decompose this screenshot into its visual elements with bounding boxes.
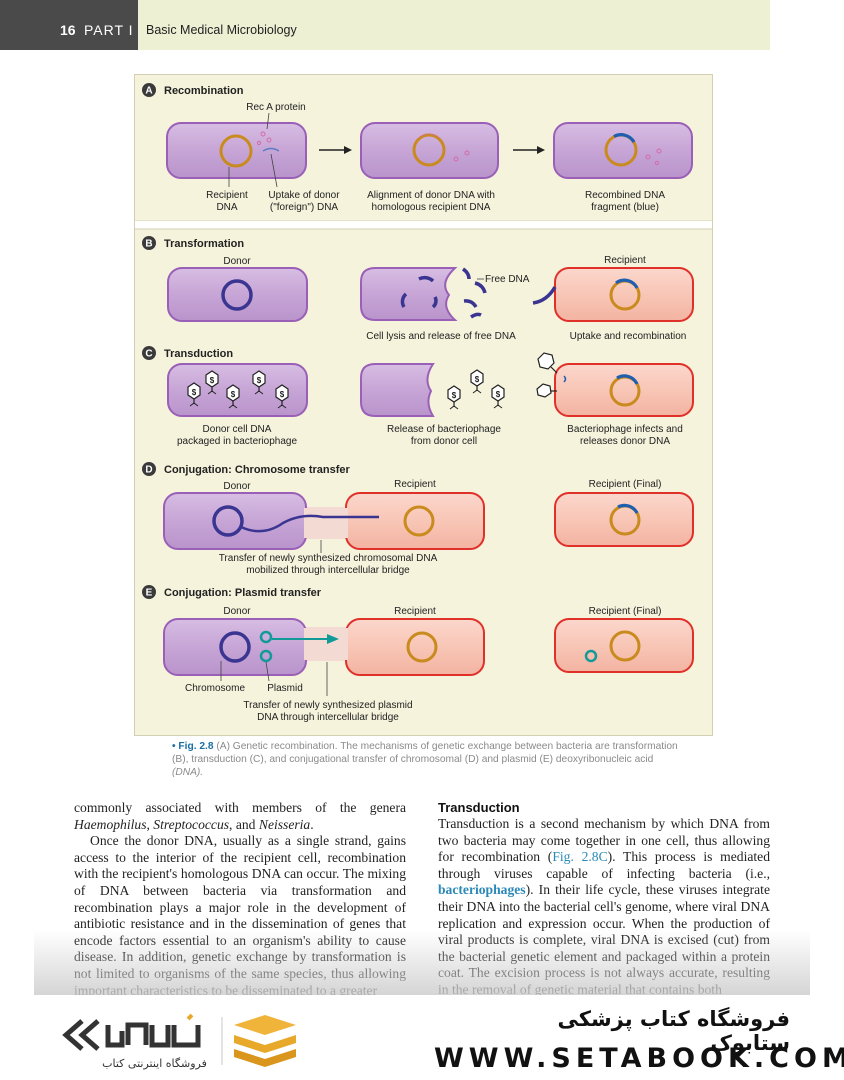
- panel-b-title: Transformation: [164, 238, 244, 250]
- e-final-label: Recipient (Final): [589, 606, 662, 617]
- panel-d-letter: D: [145, 465, 152, 476]
- svg-text:$: $: [210, 376, 215, 385]
- e-transfer-label-1: Transfer of newly synthesized plasmid: [243, 700, 412, 711]
- figure-reference-link[interactable]: Fig. 2.8C: [552, 849, 607, 864]
- page-fade-overlay: [34, 930, 810, 1000]
- c-release-label-2: from donor cell: [411, 436, 477, 447]
- c-infecting-phage-1: [538, 353, 557, 373]
- svg-text:$: $: [452, 391, 457, 400]
- b-free-dna-label: Free DNA: [485, 274, 530, 285]
- b-recipient-cell: [555, 268, 693, 321]
- panel-d-title: Conjugation: Chromosome transfer: [164, 464, 351, 476]
- caption-label: Fig. 2.8: [178, 741, 213, 752]
- figure-diagram: A Recombination Rec A protein Recipient …: [135, 75, 712, 735]
- d-final-label: Recipient (Final): [589, 479, 662, 490]
- e-donor-cell: [164, 619, 306, 675]
- svg-text:$: $: [496, 390, 501, 399]
- svg-text:$: $: [280, 390, 285, 399]
- a-cell-3: [554, 123, 692, 178]
- panel-d: D Conjugation: Chromosome transfer Donor…: [142, 462, 693, 576]
- caption-bullet: •: [172, 741, 176, 752]
- a-recombined-label-1: Recombined DNA: [585, 190, 665, 201]
- panel-e-title: Conjugation: Plasmid transfer: [164, 587, 322, 599]
- a-uptake-label-1: Uptake of donor: [268, 190, 340, 201]
- e-recipient-cell: [346, 619, 484, 675]
- logo-book-stack-icon: [234, 1015, 296, 1067]
- section-heading-transduction: Transduction: [438, 800, 770, 816]
- panel-e: E Conjugation: Plasmid transfer Donor Re…: [142, 585, 693, 723]
- c-lysed-cell: [361, 364, 433, 416]
- caption-text: (A) Genetic recombination. The mechanism…: [172, 741, 678, 765]
- logo-subtitle: فروشگاه اینترنتی کتاب: [72, 1057, 237, 1070]
- e-final-cell: [555, 619, 693, 672]
- store-url[interactable]: WWW.SETABOOK.COM: [434, 1043, 844, 1074]
- b-lysis-label: Cell lysis and release of free DNA: [366, 331, 516, 342]
- e-chromosome-label: Chromosome: [185, 683, 245, 694]
- b-donor-cell: [168, 268, 307, 321]
- panel-a-letter: A: [145, 86, 152, 97]
- b-lysed-cell: [361, 268, 455, 320]
- b-uptake-label: Uptake and recombination: [570, 331, 687, 342]
- d-transfer-label-1: Transfer of newly synthesized chromosoma…: [219, 553, 438, 564]
- svg-text:$: $: [231, 390, 236, 399]
- c-packaged-label-2: packaged in bacteriophage: [177, 436, 298, 447]
- e-donor-label: Donor: [223, 606, 251, 617]
- a-uptake-label-2: ("foreign") DNA: [270, 202, 339, 213]
- rec-a-label: Rec A protein: [246, 102, 305, 113]
- key-term-bacteriophages: bacteriophages: [438, 882, 526, 897]
- panel-c-title: Transduction: [164, 348, 233, 360]
- genus-haemophilus: Haemophilus: [74, 817, 147, 832]
- book-title: Basic Medical Microbiology: [146, 23, 297, 37]
- c-infect-label-2: releases donor DNA: [580, 436, 670, 447]
- genus-streptococcus: Streptococcus: [153, 817, 229, 832]
- a-recipient-label-1: Recipient: [206, 190, 248, 201]
- e-plasmid-label: Plasmid: [267, 683, 303, 694]
- a-recipient-label-2: DNA: [216, 202, 237, 213]
- logo-chevrons-icon: [66, 1021, 98, 1049]
- panel-b-letter: B: [145, 239, 152, 250]
- genus-neisseria: Neisseria: [259, 817, 310, 832]
- e-transfer-label-2: DNA through intercellular bridge: [257, 712, 399, 723]
- c-release-label-1: Release of bacteriophage: [387, 424, 501, 435]
- logo-wordmark-icon: [108, 1015, 198, 1045]
- c-packaged-label-1: Donor cell DNA: [203, 424, 272, 435]
- a-cell-2: [361, 123, 498, 178]
- paragraph-1: commonly associated with members of the …: [74, 800, 406, 833]
- c-infect-label-1: Bacteriophage infects and: [567, 424, 683, 435]
- a-cell-1: [167, 123, 306, 178]
- panel-a: A Recombination Rec A protein Recipient …: [142, 83, 692, 213]
- page-number: 16: [60, 22, 76, 38]
- panel-e-letter: E: [146, 588, 153, 599]
- figure-caption: • Fig. 2.8 (A) Genetic recombination. Th…: [172, 740, 682, 779]
- panel-b: B Transformation Donor Free DNA Cell lys…: [142, 236, 693, 342]
- d-donor-label: Donor: [223, 481, 251, 492]
- figure-2-8: A Recombination Rec A protein Recipient …: [134, 74, 713, 736]
- b-donor-label: Donor: [223, 256, 251, 267]
- a-recombined-label-2: fragment (blue): [591, 202, 659, 213]
- a-arrow-1: [344, 146, 352, 154]
- watermark-banner: فروشگاه اینترنتی کتاب فروشگاه کتاب پزشکی…: [0, 995, 844, 1080]
- e-recipient-label: Recipient: [394, 606, 436, 617]
- caption-acronym: (DNA).: [172, 767, 203, 778]
- a-alignment-label-2: homologous recipient DNA: [372, 202, 491, 213]
- c-phage-group-2: $ $ $: [448, 370, 504, 409]
- a-alignment-label-1: Alignment of donor DNA with: [367, 190, 495, 201]
- d-transfer-label-2: mobilized through intercellular bridge: [246, 565, 410, 576]
- b-recipient-label: Recipient: [604, 255, 646, 266]
- panel-a-title: Recombination: [164, 85, 244, 97]
- d-final-cell: [555, 493, 693, 546]
- c-recipient-cell: [555, 364, 693, 416]
- svg-text:$: $: [192, 388, 197, 397]
- d-recipient-label: Recipient: [394, 479, 436, 490]
- panel-c: C Transduction $ $ $ $ $ Donor cell DNA …: [142, 346, 693, 447]
- panel-c-letter: C: [145, 349, 152, 360]
- running-header: 16 PART I Basic Medical Microbiology: [0, 0, 770, 50]
- page-number-box: 16 PART I: [0, 0, 138, 50]
- b-entering-dna: [533, 287, 555, 303]
- svg-text:$: $: [257, 376, 262, 385]
- a-arrow-2: [537, 146, 545, 154]
- part-label: PART I: [84, 22, 134, 38]
- svg-text:$: $: [475, 375, 480, 384]
- d-recipient-cell: [346, 493, 484, 549]
